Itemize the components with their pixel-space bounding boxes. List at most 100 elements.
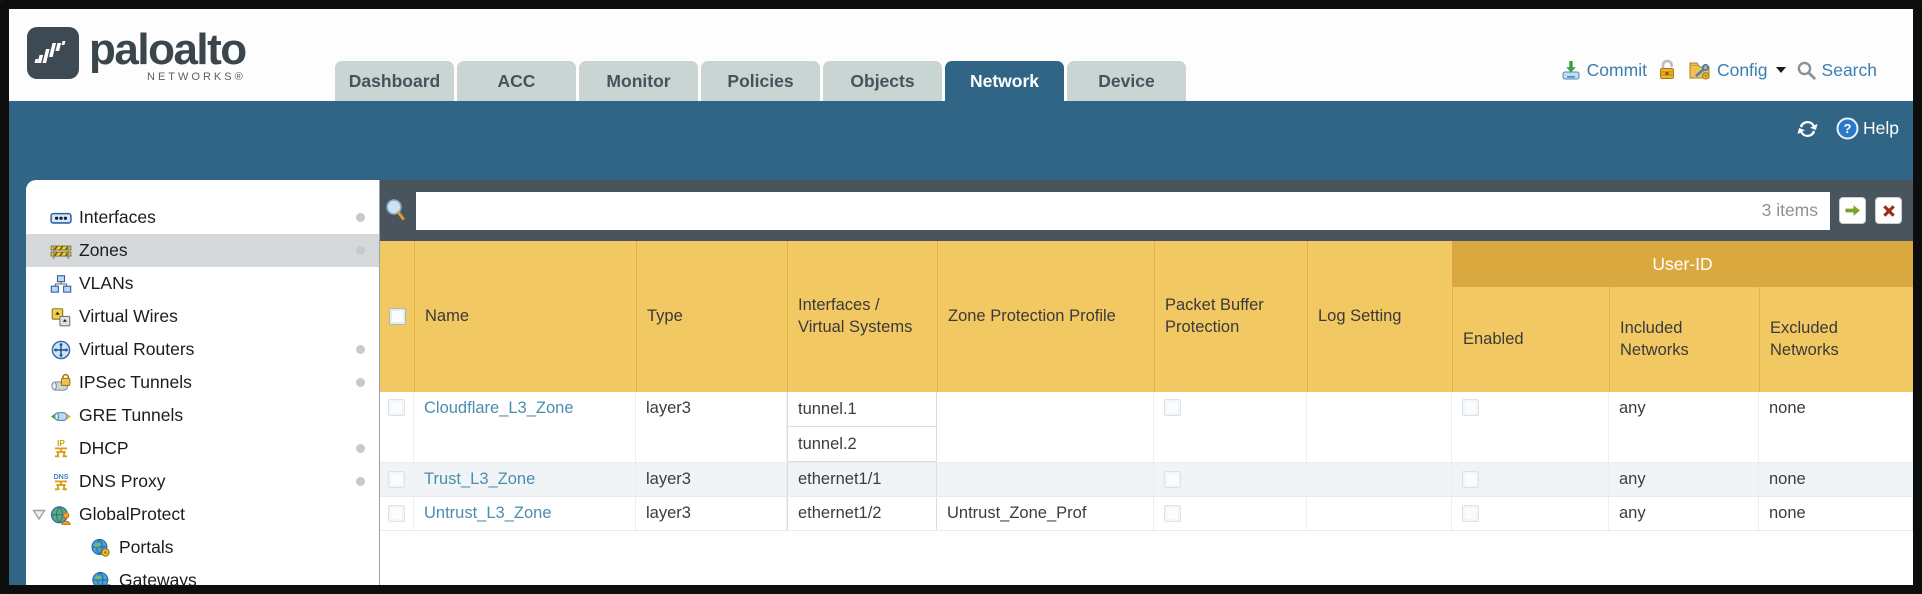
excluded-networks-cell: none: [1759, 497, 1913, 530]
zone-protection-profile-cell: [937, 463, 1154, 496]
filter-toolbar: 3 items: [380, 180, 1913, 241]
globalprotect-icon: [50, 505, 72, 525]
included-networks-cell: any: [1609, 497, 1759, 530]
select-all-checkbox[interactable]: [388, 308, 406, 325]
status-dot: [356, 345, 365, 354]
help-button[interactable]: ? Help: [1836, 117, 1899, 140]
tab-dashboard[interactable]: Dashboard: [335, 61, 454, 101]
row-checkbox[interactable]: [388, 399, 405, 416]
virtual-routers-icon: [50, 340, 72, 360]
status-dot: [356, 477, 365, 486]
column-header[interactable]: Interfaces / Virtual Systems: [787, 241, 937, 392]
excluded-networks-cell: none: [1759, 392, 1913, 462]
portals-icon: [90, 538, 112, 558]
column-header[interactable]: Enabled: [1452, 287, 1609, 392]
refresh-icon[interactable]: [1795, 118, 1820, 140]
interfaces-icon: [50, 208, 72, 228]
sidebar-item-label: Gateways: [119, 570, 197, 585]
teal-band: ? Help: [9, 101, 1913, 180]
sidebar-item-virtual-wires[interactable]: Virtual Wires: [26, 300, 379, 333]
config-menu-button[interactable]: Config: [1688, 59, 1786, 81]
sidebar-item-label: DHCP: [79, 438, 129, 458]
enabled-checkbox[interactable]: [1462, 399, 1479, 416]
packet-buffer-checkbox[interactable]: [1164, 399, 1181, 416]
packet-buffer-checkbox[interactable]: [1164, 471, 1181, 488]
tab-policies[interactable]: Policies: [701, 61, 820, 101]
sidebar-item-label: Zones: [79, 240, 128, 260]
search-button[interactable]: Search: [1796, 60, 1877, 81]
sidebar-item-gateways[interactable]: Gateways: [26, 564, 379, 585]
paloalto-logo: paloalto NETWORKS®: [27, 26, 247, 84]
column-header[interactable]: Type: [636, 241, 787, 392]
items-count: 3 items: [1761, 199, 1818, 220]
column-header[interactable]: Included Networks: [1609, 287, 1759, 392]
zone-name-cell: Cloudflare_L3_Zone: [414, 392, 636, 462]
tab-monitor[interactable]: Monitor: [579, 61, 698, 101]
status-dot: [356, 378, 365, 387]
sidebar-item-label: DNS Proxy: [79, 471, 166, 491]
header-actions: Commit Config Search: [1560, 59, 1877, 81]
tab-acc[interactable]: ACC: [457, 61, 576, 101]
clear-filter-button[interactable]: [1875, 197, 1902, 224]
sidebar-item-vlans[interactable]: VLANs: [26, 267, 379, 300]
tab-network[interactable]: Network: [945, 61, 1064, 101]
log-setting-cell: [1307, 392, 1452, 462]
zone-name-cell: Untrust_L3_Zone: [414, 497, 636, 530]
vlans-icon: [50, 274, 72, 294]
apply-filter-button[interactable]: [1839, 197, 1866, 224]
dhcp-icon: IP: [50, 439, 72, 459]
tab-objects[interactable]: Objects: [823, 61, 942, 101]
sidebar-item-zones[interactable]: Zones: [26, 234, 379, 267]
virtual-wires-icon: [50, 307, 72, 327]
column-header[interactable]: Log Setting: [1307, 241, 1452, 392]
gateways-icon: [90, 571, 112, 585]
sidebar-item-label: Virtual Wires: [79, 306, 178, 326]
enabled-checkbox[interactable]: [1462, 471, 1479, 488]
zone-type-cell: layer3: [636, 497, 787, 530]
interface-value: tunnel.1: [788, 392, 936, 427]
empty-space: [380, 531, 1913, 585]
expand-triangle-icon[interactable]: [32, 508, 46, 522]
row-select-cell: [380, 463, 414, 496]
row-checkbox[interactable]: [388, 471, 405, 488]
user-id-enabled-cell: [1452, 463, 1609, 496]
sidebar-item-gre-tunnels[interactable]: GRE Tunnels: [26, 399, 379, 432]
packet-buffer-checkbox[interactable]: [1164, 505, 1181, 522]
dns-proxy-icon: DNS: [50, 472, 72, 492]
sidebar-item-virtual-routers[interactable]: Virtual Routers: [26, 333, 379, 366]
tab-device[interactable]: Device: [1067, 61, 1186, 101]
zone-name-link[interactable]: Trust_L3_Zone: [424, 470, 536, 488]
help-icon: ?: [1836, 117, 1859, 140]
enabled-checkbox[interactable]: [1462, 505, 1479, 522]
sidebar-item-interfaces[interactable]: Interfaces: [26, 201, 379, 234]
column-header[interactable]: Packet Buffer Protection: [1154, 241, 1307, 392]
filter-input[interactable]: [416, 191, 1830, 230]
config-icon: [1688, 59, 1712, 81]
column-header[interactable]: Excluded Networks: [1759, 287, 1913, 392]
sidebar-item-dhcp[interactable]: IP DHCP: [26, 432, 379, 465]
included-networks-cell: any: [1609, 463, 1759, 496]
row-select-cell: [380, 392, 414, 462]
zone-name-cell: Trust_L3_Zone: [414, 463, 636, 496]
sidebar-item-ipsec-tunnels[interactable]: IPSec Tunnels: [26, 366, 379, 399]
brand-subtitle: NETWORKS®: [147, 71, 246, 84]
sidebar-item-label: Virtual Routers: [79, 339, 195, 359]
lock-icon[interactable]: [1657, 59, 1678, 81]
column-header[interactable]: Name: [414, 241, 636, 392]
zone-name-link[interactable]: Cloudflare_L3_Zone: [424, 399, 574, 417]
sidebar-item-globalprotect[interactable]: GlobalProtect: [26, 498, 379, 531]
svg-text:IP: IP: [57, 439, 65, 448]
sidebar-item-portals[interactable]: Portals: [26, 531, 379, 564]
sidebar-item-label: IPSec Tunnels: [79, 372, 192, 392]
row-checkbox[interactable]: [388, 505, 405, 522]
column-header[interactable]: Zone Protection Profile: [937, 241, 1154, 392]
sidebar-item-dns-proxy[interactable]: DNS DNS Proxy: [26, 465, 379, 498]
commit-button[interactable]: Commit: [1560, 59, 1647, 81]
zone-name-link[interactable]: Untrust_L3_Zone: [424, 504, 552, 522]
